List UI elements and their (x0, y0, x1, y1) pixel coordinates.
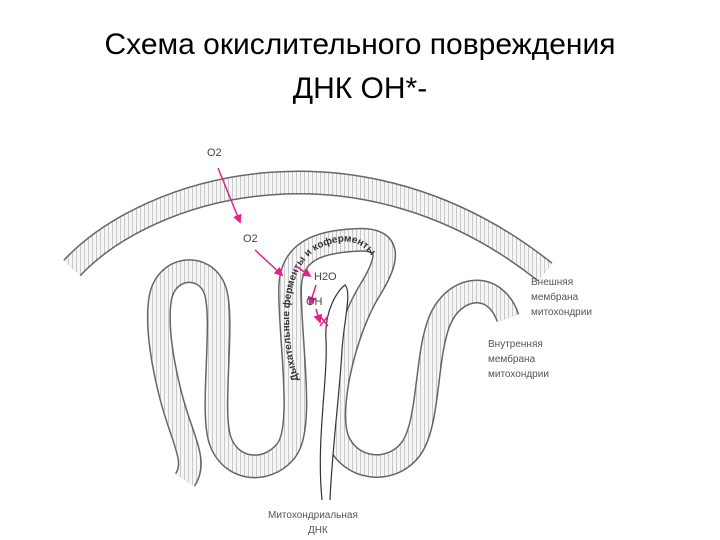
o2-inner-label: O2 (243, 233, 258, 245)
mtdna-strand (319, 284, 349, 501)
mtdna-label-line1: Митохондриальная (268, 510, 358, 521)
dna-damage-mark (319, 315, 329, 327)
mtdna-label-line2: ДНК (308, 525, 328, 536)
h2o-label: H2O (314, 271, 337, 283)
mtdna-label: Митохондриальная ДНК (268, 510, 358, 536)
oxygen-path-arrows (217, 167, 323, 324)
page-title-line-1: Схема окислительного повреждения (104, 28, 616, 61)
arrow-o2-outer (217, 167, 242, 224)
oh-radical-label: OH (306, 296, 323, 308)
arrow-o2-inner (254, 249, 284, 277)
outer-membrane-label-line3: митохондрии (531, 307, 592, 318)
outer-membrane-label-line1: Внешняя (531, 277, 573, 288)
outer-membrane-label: Внешняя мембрана митохондрии (531, 277, 592, 318)
inner-membrane-label-line1: Внутренняя (488, 339, 543, 350)
o2-outer-label: O2 (207, 147, 222, 159)
inner-membrane-label-line2: мембрана (488, 353, 536, 365)
outer-membrane-label-line2: мембрана (531, 291, 579, 303)
page-title-line-2: ДНК ОН*- (292, 72, 428, 105)
arrow-oh-to-dna (313, 308, 323, 324)
inner-membrane-label-line3: митохондрии (488, 369, 549, 380)
inner-membrane (146, 227, 520, 487)
outer-membrane (63, 170, 553, 282)
arrow-enzyme-to-h2o (295, 265, 312, 278)
arrow-h2o-to-oh (307, 284, 317, 306)
inner-membrane-label: Внутренняя мембрана митохондрии (488, 339, 549, 380)
